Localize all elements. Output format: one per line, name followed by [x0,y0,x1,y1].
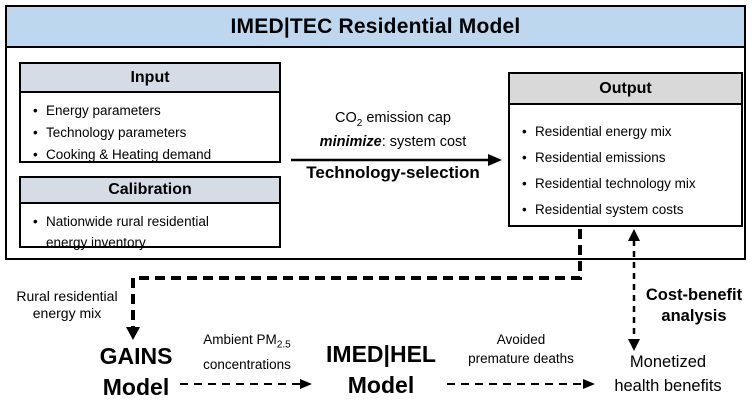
output-item: Residential technology mix [518,171,735,197]
minimize-word: minimize [319,133,382,150]
input-item-list: Energy parameters Technology parameters … [21,93,279,166]
output-item: Residential energy mix [518,119,735,145]
pm25-subscript: 2.5 [276,339,291,351]
co2-text: CO [335,110,357,126]
input-item: Cooking & Heating demand [29,144,273,166]
avoided-line2: premature deaths [468,351,574,366]
emission-cap-text: emission cap [362,110,451,126]
calibration-item-list: Nationwide rural residential energy inve… [21,204,279,253]
ambient-line1: Ambient PM2.5 [179,330,315,355]
monetized-benefits-node: Monetized health benefits [592,350,744,398]
output-box-header: Output [510,74,741,105]
output-item-list: Residential energy mix Residential emiss… [510,105,741,223]
co2-cap-line: CO2 emission cap [288,109,498,133]
imedhel-to-monetized-arrow [447,379,595,389]
model-title-bar: IMED|TEC Residential Model [7,7,744,48]
minimize-line: minimize: system cost [288,133,498,152]
gains-model-node: GAINS Model [66,341,206,403]
cost-benefit-line2: analysis [661,307,727,325]
technology-selection-label: Technology-selection [306,163,480,182]
avoided-deaths-label: Avoided premature deaths [445,330,597,368]
cost-benefit-label: Cost-benefit analysis [637,285,751,327]
gains-model-line2: Model [102,374,170,400]
avoided-line1: Avoided [496,332,546,347]
imed-hel-line1: IMED|HEL [326,341,436,367]
rural-energy-mix-label: Rural residential energy mix [2,288,132,322]
monetized-line2: health benefits [614,377,722,395]
output-item: Residential system costs [518,197,735,223]
emission-cap-label: CO2 emission cap minimize: system cost [288,109,498,152]
monetized-line1: Monetized [629,353,707,371]
input-box: Input Energy parameters Technology param… [19,62,281,166]
model-title: IMED|TEC Residential Model [230,14,521,38]
output-item: Residential emissions [518,145,735,171]
imed-hel-line2: Model [347,372,415,398]
ambient-line2: concentrations [203,356,291,372]
ambient-pm25-label: Ambient PM2.5 concentrations [179,330,315,374]
calibration-box-header: Calibration [21,178,279,204]
ambient-text: Ambient PM [203,332,277,347]
input-item: Technology parameters [29,122,273,144]
input-box-header: Input [21,64,279,93]
cost-benefit-line1: Cost-benefit [645,286,743,304]
calibration-item: Nationwide rural residential energy inve… [29,211,246,253]
imed-hel-model-node: IMED|HEL Model [303,339,459,401]
rural-label-line2: energy mix [32,305,102,321]
output-box: Output Residential energy mix Residentia… [508,72,743,227]
calibration-box: Calibration Nationwide rural residential… [19,176,281,250]
rural-label-line1: Rural residential [16,288,118,304]
gains-model-line1: GAINS [99,343,173,369]
co2-subscript: 2 [356,117,363,129]
input-item: Energy parameters [29,100,273,122]
system-cost-text: : system cost [381,133,467,150]
